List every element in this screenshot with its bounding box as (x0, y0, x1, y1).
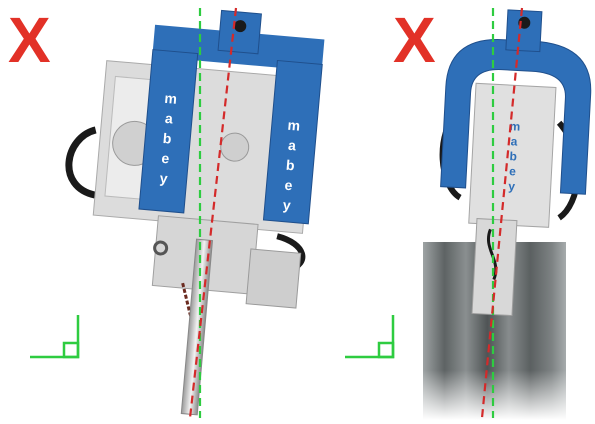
left-x-mark: X (8, 4, 51, 76)
left-brand-letter: y (159, 170, 168, 187)
left-panel: X (8, 4, 325, 419)
left-brand-letter: m (287, 117, 301, 134)
left-brand-letter: b (162, 130, 172, 147)
right-blue-bracket (440, 39, 592, 195)
left-brand-letter: a (164, 110, 173, 127)
right-right-angle-square-icon (345, 315, 395, 359)
right-brand-letter: a (510, 134, 518, 148)
left-machine-axis-line (188, 7, 238, 419)
right-x-mark: X (393, 4, 436, 76)
left-piling-attachment: m a b e y m a b e y (65, 9, 325, 416)
right-brand-letter: y (508, 179, 516, 193)
left-brand-letter: e (161, 150, 170, 167)
right-brand-letter: e (509, 164, 517, 178)
right-machine-axis-line (480, 7, 524, 419)
left-blue-bracket (138, 9, 325, 225)
left-brand-letter: b (285, 157, 295, 174)
left-brand-letter: e (284, 177, 293, 194)
left-brand-letter: y (282, 197, 291, 214)
right-brand-letter: b (509, 149, 517, 163)
right-piling-attachment: m a b e y (439, 9, 592, 317)
right-brand-letter: m (509, 119, 520, 134)
left-brand-letter: a (288, 137, 297, 154)
left-brand-letter: m (164, 90, 178, 107)
left-right-angle-square-icon (30, 315, 80, 359)
right-panel: X m a b e y (345, 4, 592, 420)
